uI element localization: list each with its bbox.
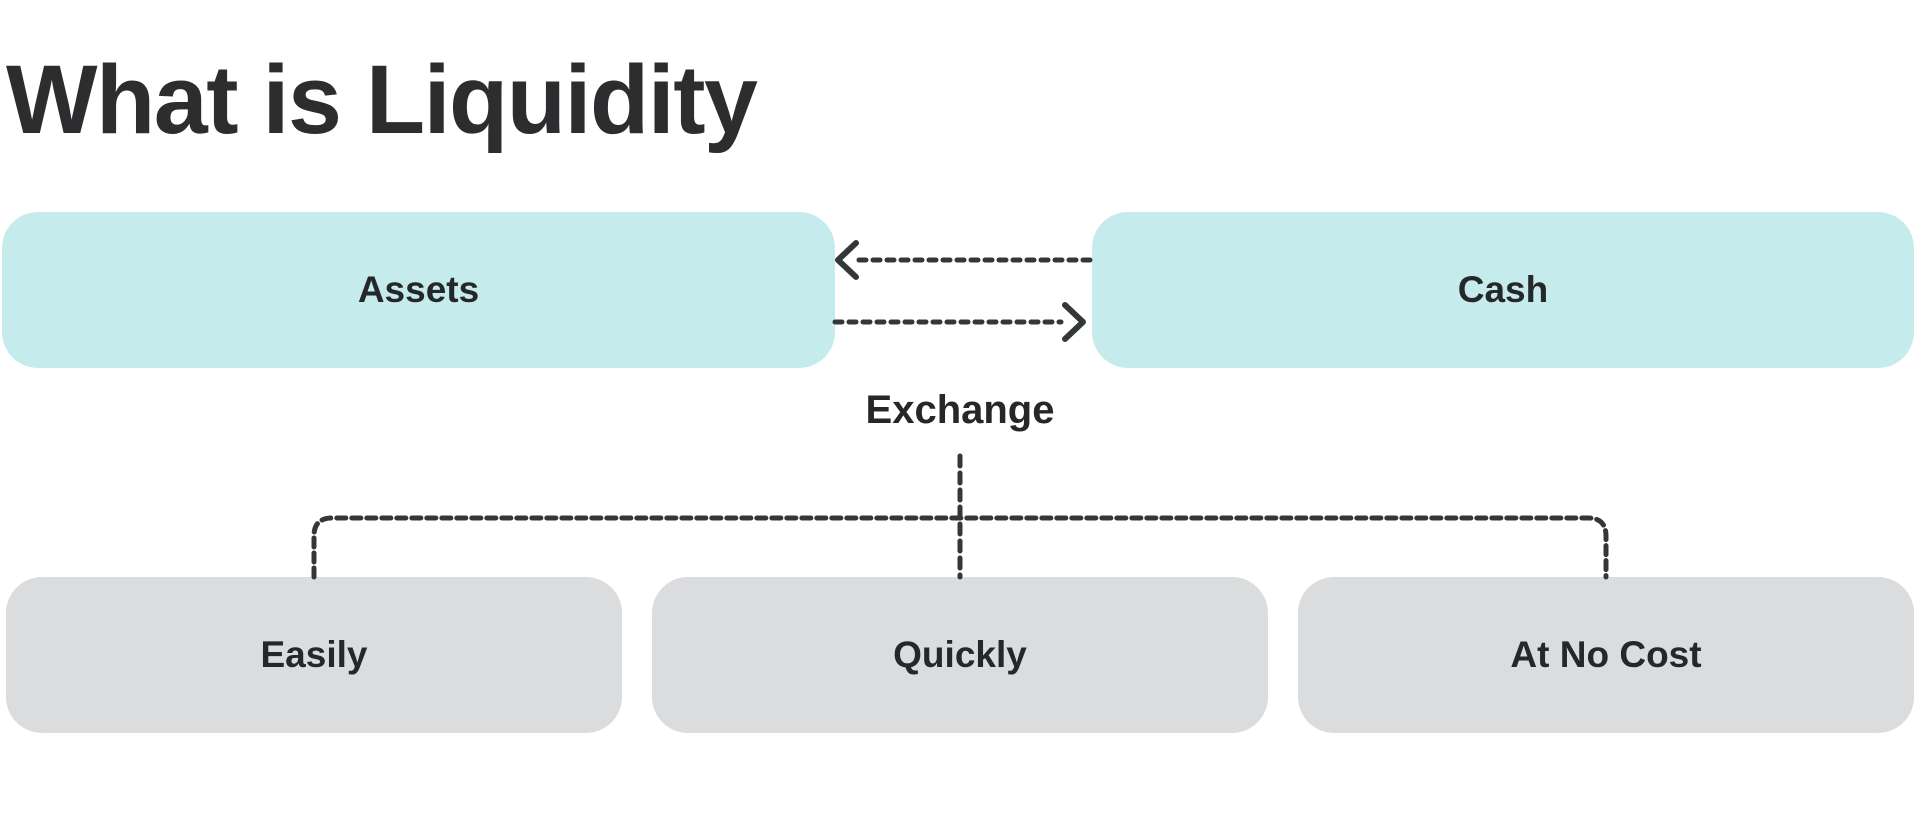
- assets-box-label: Assets: [357, 269, 480, 310]
- arrow-right-head-icon: [1062, 302, 1086, 342]
- at-no-cost-box: At No Cost: [1298, 577, 1914, 733]
- assets-box: Assets: [2, 212, 835, 368]
- page-title: What is Liquidity: [6, 45, 758, 154]
- at-no-cost-box-label: At No Cost: [1510, 634, 1702, 675]
- quickly-box: Quickly: [652, 577, 1268, 733]
- quickly-box-label: Quickly: [893, 634, 1027, 675]
- cash-box: Cash: [1092, 212, 1914, 368]
- exchange-label: Exchange: [865, 388, 1055, 432]
- branch-connector-line: [311, 515, 1609, 580]
- easily-box: Easily: [6, 577, 622, 733]
- easily-box-label: Easily: [260, 634, 368, 675]
- arrow-left-head-icon: [835, 240, 859, 280]
- cash-box-label: Cash: [1457, 269, 1549, 310]
